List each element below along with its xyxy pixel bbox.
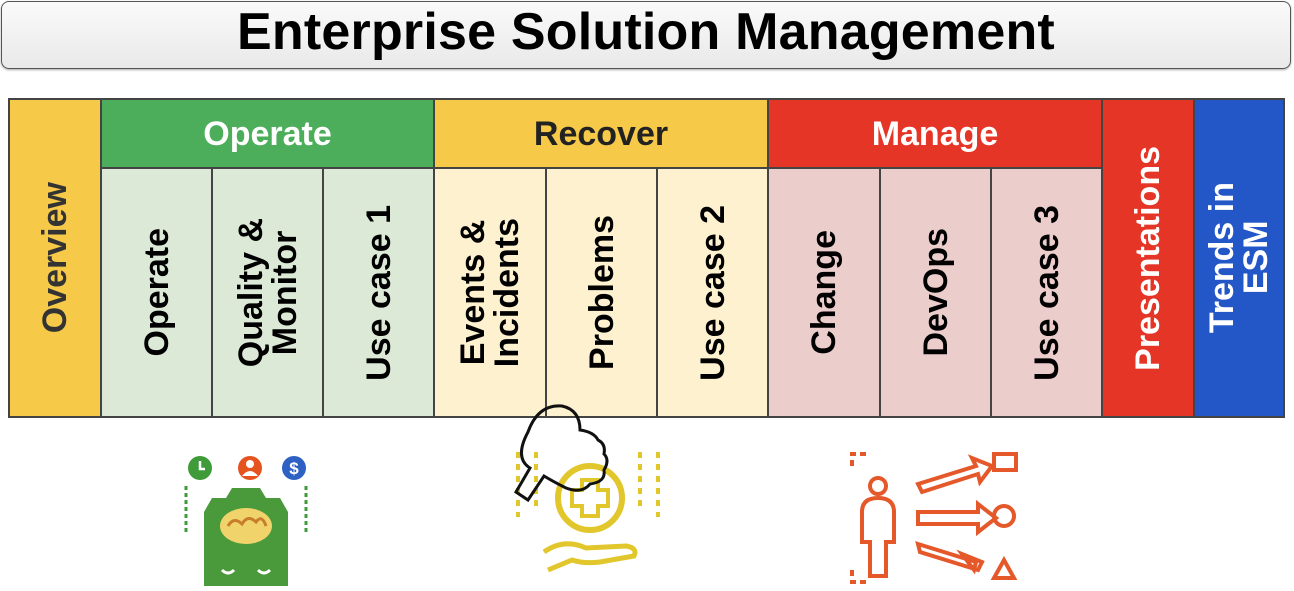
item-operate-label: Operate [137,228,176,357]
manage-header-label: Manage [871,114,999,153]
item-operate[interactable]: Operate [101,168,212,417]
item-use-case-1[interactable]: Use case 1 [323,168,434,417]
header-recover[interactable]: Recover [434,99,768,168]
trends-label: Trends in ESM [1203,182,1275,334]
item-events-incidents[interactable]: Events & Incidents [434,168,546,417]
overview-label: Overview [36,182,74,334]
title-banner: Enterprise Solution Management [1,1,1291,69]
item-use-case-3-label: Use case 3 [1027,204,1066,381]
recover-header-label: Recover [533,114,669,153]
item-quality-monitor-label: Quality & Monitor [231,217,304,368]
presentations-label: Presentations [1129,145,1167,371]
ai-brain-gear-icon: $ [178,452,312,586]
person-options-arrows-icon [848,450,1024,586]
item-devops[interactable]: DevOps [880,168,991,417]
svg-text:$: $ [289,459,299,478]
item-problems-label: Problems [582,215,621,370]
header-operate[interactable]: Operate [101,99,434,168]
column-overview[interactable]: Overview [9,99,101,417]
item-use-case-2[interactable]: Use case 2 [657,168,768,417]
item-events-incidents-label: Events & Incidents [454,217,526,368]
column-trends[interactable]: Trends in ESM [1194,99,1284,417]
operate-header-label: Operate [203,114,332,153]
item-use-case-1-label: Use case 1 [359,204,398,381]
item-use-case-3[interactable]: Use case 3 [991,168,1102,417]
item-quality-monitor[interactable]: Quality & Monitor [212,168,323,417]
column-presentations[interactable]: Presentations [1102,99,1194,417]
header-manage[interactable]: Manage [768,99,1102,168]
thumbs-up-healthcare-icon [506,402,686,586]
item-problems[interactable]: Problems [546,168,657,417]
item-use-case-2-label: Use case 2 [693,204,732,381]
item-change-label: Change [805,230,843,355]
item-change[interactable]: Change [768,168,880,417]
item-devops-label: DevOps [916,228,955,357]
menu-grid: Overview Operate Operate Quality & Monit… [8,98,1285,418]
page-title: Enterprise Solution Management [237,3,1055,61]
